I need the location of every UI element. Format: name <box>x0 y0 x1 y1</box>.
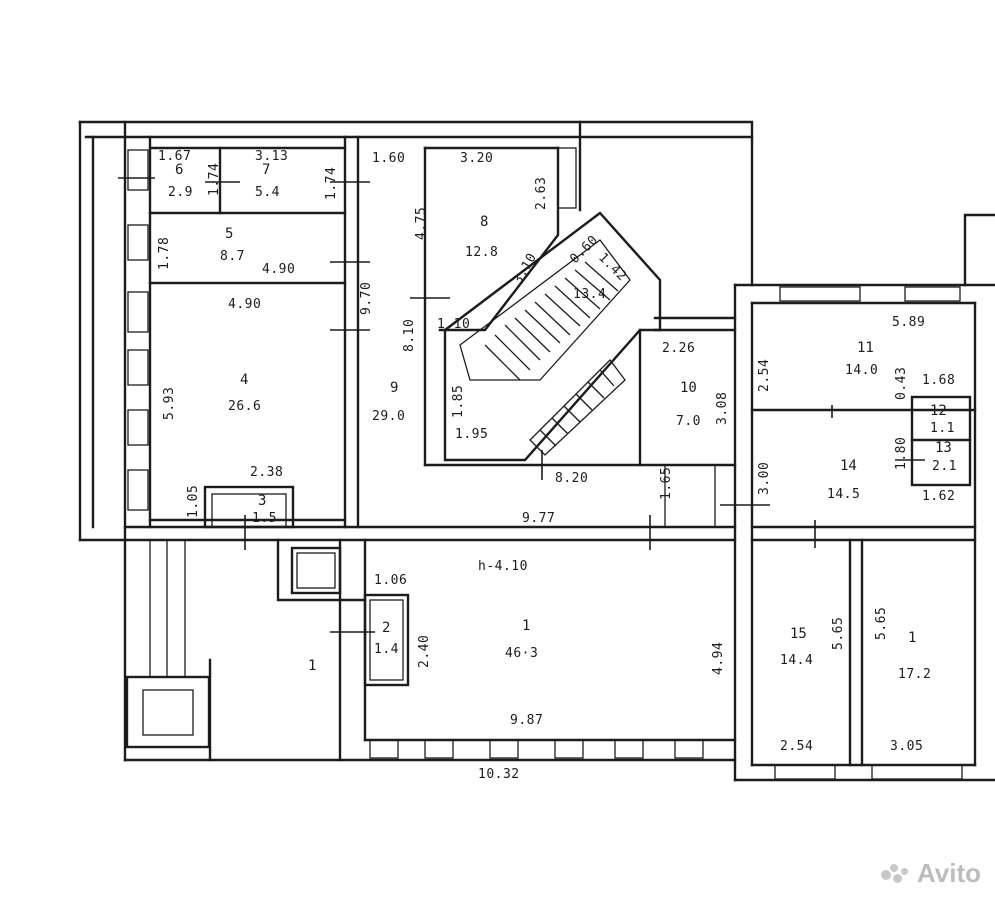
dim-label: 3.13 <box>255 149 288 164</box>
watermark-text: Avito <box>916 858 981 888</box>
outer-walls <box>78 120 995 782</box>
interior-walls <box>125 135 977 767</box>
room-14-number: 14 <box>840 458 857 474</box>
room-labels: 6 2.9 7 5.4 5 8.7 4 26.6 8 12.8 13.4 9 2… <box>168 162 957 682</box>
room-7-number: 7 <box>262 162 270 178</box>
dim-label: 1.85 <box>451 385 466 418</box>
room-10-area: 7.0 <box>676 414 701 429</box>
dim-label: 1.62 <box>922 489 955 504</box>
room-14-area: 14.5 <box>827 487 860 502</box>
stair-area: 13.4 <box>573 287 606 302</box>
dim-label: 8.10 <box>402 319 417 352</box>
room-6-area: 2.9 <box>168 185 193 200</box>
door-marks <box>118 177 925 633</box>
dim-label: 3.05 <box>890 739 923 754</box>
dim-label: 2.63 <box>534 177 549 210</box>
dim-label: 4.90 <box>262 262 295 277</box>
dim-label: 1.67 <box>158 149 191 164</box>
dim-label: 2.40 <box>417 635 432 668</box>
room-12-area: 1.1 <box>930 421 955 436</box>
room-12-number: 12 <box>930 403 947 419</box>
room-6-number: 6 <box>175 162 183 178</box>
room-1b-number: 1 <box>908 630 916 646</box>
room-2-area: 1.4 <box>374 642 399 657</box>
room-9-number: 9 <box>390 380 398 396</box>
room-11-number: 11 <box>857 340 874 356</box>
room-1-area: 46·3 <box>505 646 538 661</box>
dim-label: 2.38 <box>250 465 283 480</box>
dim-label: 5.65 <box>874 607 889 640</box>
dim-label: 9.87 <box>510 713 543 728</box>
room-11-area: 14.0 <box>845 363 878 378</box>
room-8-area: 12.8 <box>465 245 498 260</box>
watermark: Avito <box>880 858 981 889</box>
dim-label: 3.00 <box>757 462 772 495</box>
room-3-area: 1.5 <box>252 511 277 526</box>
room-13-number: 13 <box>935 440 952 456</box>
room-13-area: 2.1 <box>932 459 957 474</box>
room-5-area: 8.7 <box>220 249 245 264</box>
dim-label: 1.65 <box>659 467 674 500</box>
room-3-number: 3 <box>258 493 266 509</box>
avito-logo-icon <box>880 863 911 884</box>
dim-label: 1.68 <box>922 373 955 388</box>
dim-label: h-4.10 <box>478 559 528 574</box>
room-1b-area: 17.2 <box>898 667 931 682</box>
dim-label: 4.90 <box>228 297 261 312</box>
dim-label: 10.32 <box>478 767 520 782</box>
dim-label: 2.26 <box>662 341 695 356</box>
room-15-area: 14.4 <box>780 653 813 668</box>
dim-label: 3.10 <box>510 251 540 287</box>
dim-label: 9.77 <box>522 511 555 526</box>
dim-label: 1.74 <box>207 163 222 196</box>
room-4-number: 4 <box>240 372 248 388</box>
dim-label: 1.95 <box>455 427 488 442</box>
dimension-labels: 1.67 1.74 3.13 1.74 1.60 3.20 2.63 4.75 … <box>157 149 955 782</box>
room-10-number: 10 <box>680 380 697 396</box>
room-2-number: 2 <box>382 620 390 636</box>
dim-label: 5.89 <box>892 315 925 330</box>
dim-label: 2.54 <box>757 359 772 392</box>
dim-label: 8.20 <box>555 471 588 486</box>
dim-label: 9.70 <box>359 282 374 315</box>
dim-label: 3.08 <box>715 392 730 425</box>
dim-label: 1.78 <box>157 237 172 270</box>
dim-label: 1.05 <box>186 485 201 518</box>
room-15-number: 15 <box>790 626 807 642</box>
dim-label: 5.65 <box>831 617 846 650</box>
dim-label: 1.06 <box>374 573 407 588</box>
room-9-area: 29.0 <box>372 409 405 424</box>
dim-label: 0.43 <box>894 367 909 400</box>
dim-label: 3.20 <box>460 151 493 166</box>
dim-label: 5.93 <box>162 387 177 420</box>
room-5-number: 5 <box>225 226 233 242</box>
room-8-number: 8 <box>480 214 488 230</box>
dim-label: 4.75 <box>414 207 429 240</box>
dim-label: 1.42 <box>595 250 629 284</box>
room-1c-number: 1 <box>308 658 316 674</box>
windows <box>127 147 963 780</box>
room-1-number: 1 <box>522 618 530 634</box>
dim-label: 4.94 <box>711 642 726 675</box>
dim-label: 2.54 <box>780 739 813 754</box>
dim-label: 1.80 <box>894 437 909 470</box>
staircase <box>443 211 662 462</box>
dim-label: 1.10 <box>437 317 470 332</box>
room-7-area: 5.4 <box>255 185 280 200</box>
room-4-area: 26.6 <box>228 399 261 414</box>
dim-label: 1.74 <box>324 167 339 200</box>
dim-label: 1.60 <box>372 151 405 166</box>
